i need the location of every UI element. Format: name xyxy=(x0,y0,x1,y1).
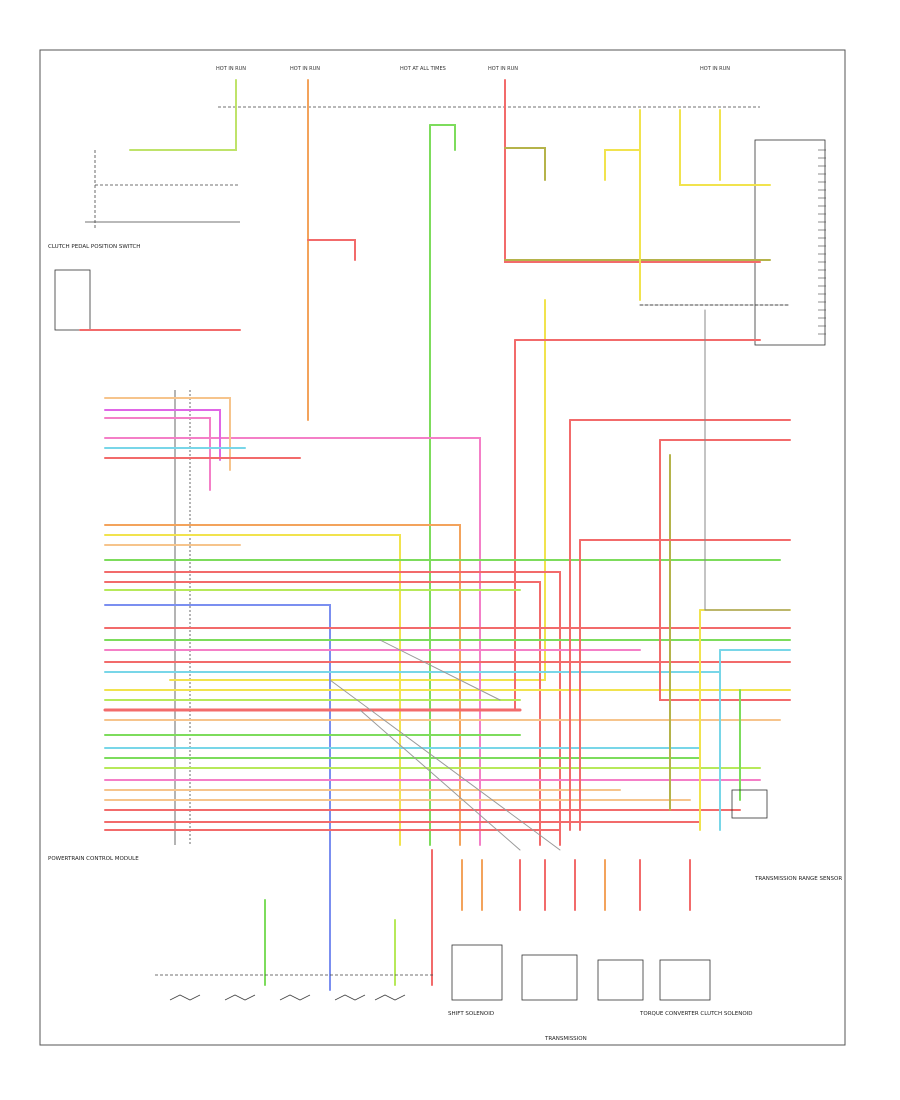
fuse-label-3: HOT AT ALL TIMES xyxy=(400,66,446,72)
epc-solenoid-box xyxy=(597,959,644,1001)
transmission-label: TRANSMISSION xyxy=(544,1036,587,1042)
tr-sensor-box xyxy=(521,954,578,1001)
wires xyxy=(79,79,791,991)
fuse-label-4: HOT IN RUN xyxy=(488,66,518,72)
right-connector-pins xyxy=(818,149,826,335)
right-connector-block xyxy=(754,139,826,346)
shift-solenoid-box xyxy=(451,944,503,1001)
tr-sensor-label: TRANSMISSION RANGE SENSOR xyxy=(754,876,842,882)
tcc-solenoid-label: TORQUE CONVERTER CLUTCH SOLENOID xyxy=(639,1011,753,1017)
clutch-switch-label: CLUTCH PEDAL POSITION SWITCH xyxy=(48,244,140,250)
pcm-connector: POWERTRAIN CONTROL MODULE xyxy=(48,390,191,862)
fuse-label-2: HOT IN RUN xyxy=(290,66,320,72)
fuse-label-1: HOT IN RUN xyxy=(216,66,246,72)
shift-solenoid-label: SHIFT SOLENOID xyxy=(448,1011,494,1017)
bottom-left-connectors xyxy=(169,994,406,1001)
pcm-label: POWERTRAIN CONTROL MODULE xyxy=(48,856,139,862)
clutch-switch-group: CLUTCH PEDAL POSITION SWITCH xyxy=(48,150,240,331)
fuse-labels: HOT IN RUN HOT IN RUN HOT AT ALL TIMES H… xyxy=(216,66,730,72)
fuse-label-5: HOT IN RUN xyxy=(700,66,730,72)
diagram-frame xyxy=(39,49,846,1046)
tcc-solenoid-box xyxy=(659,959,711,1001)
transmission-components: SHIFT SOLENOID TORQUE CONVERTER CLUTCH S… xyxy=(448,944,753,1042)
tr-sensor-connector xyxy=(731,789,768,819)
